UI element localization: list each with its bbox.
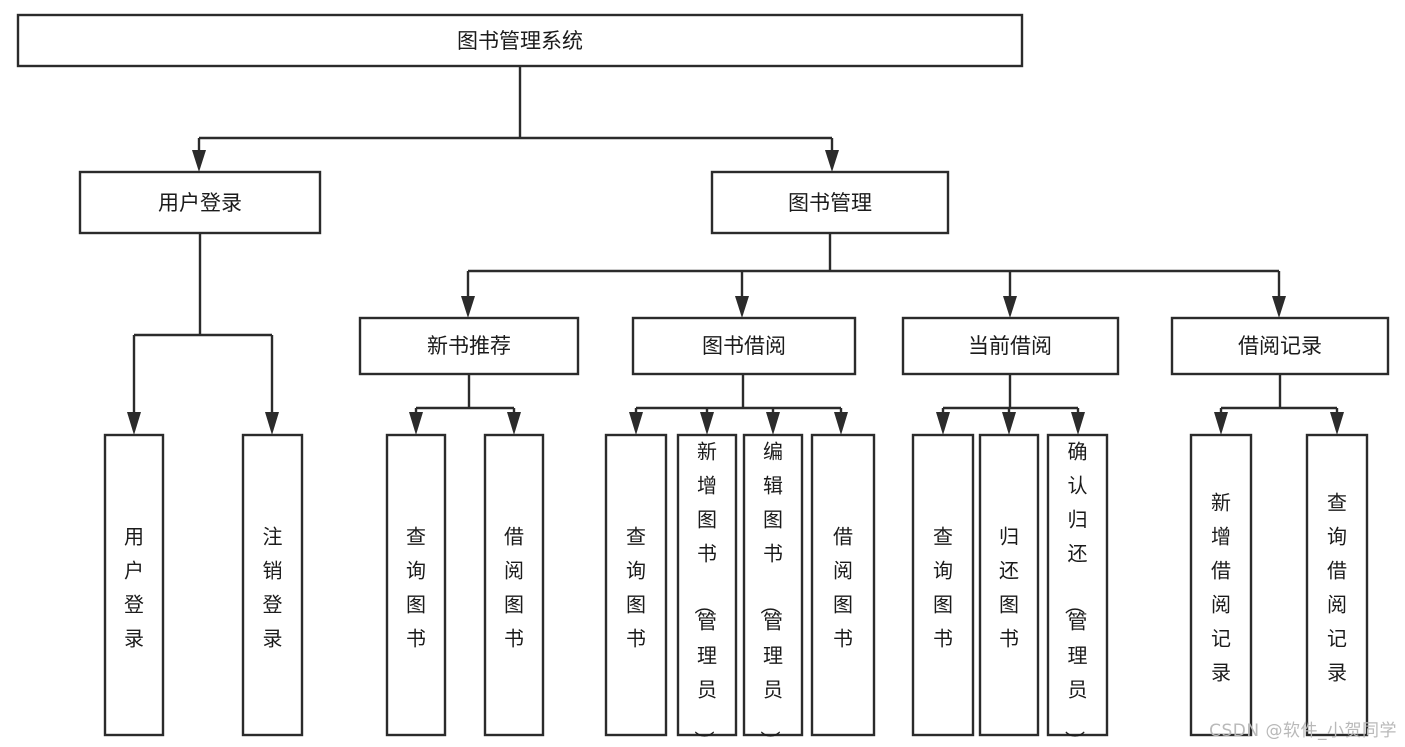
- node-leaf-query-book-2-box[interactable]: [604, 433, 668, 737]
- arrow-icon-to-borrow-record: [1272, 296, 1286, 318]
- node-new-book-recommend[interactable]: 新书推荐: [358, 316, 580, 376]
- node-leaf-user-login[interactable]: 用户登录: [103, 433, 165, 737]
- arrow-icon-to-leaf-edit-book: [766, 412, 780, 435]
- node-current-borrow[interactable]: 当前借阅: [901, 316, 1120, 376]
- node-leaf-return-book[interactable]: 归还图书: [978, 433, 1040, 737]
- arrow-icon-to-leaf-query-book-1: [409, 412, 423, 435]
- arrow-icon-root-to-user-login: [192, 150, 206, 172]
- arrow-icon-to-leaf-user-login: [127, 412, 141, 435]
- node-leaf-query-book-2[interactable]: 查询图书: [604, 433, 668, 737]
- node-leaf-user-login-box[interactable]: [103, 433, 165, 737]
- node-leaf-edit-book-label: 编辑图书（管理员）: [758, 440, 783, 747]
- node-leaf-confirm-return-label: 确认归还（管理员）: [1063, 440, 1088, 747]
- node-leaf-query-record-label: 查询借阅记录: [1327, 491, 1347, 685]
- node-leaf-add-book-box[interactable]: [676, 433, 738, 737]
- node-leaf-query-book-1-box[interactable]: [385, 433, 447, 737]
- connector-group-current-borrow: [936, 374, 1085, 435]
- node-root[interactable]: 图书管理系统: [16, 13, 1024, 68]
- node-leaf-logout-login-box[interactable]: [241, 433, 304, 737]
- node-leaf-confirm-return[interactable]: 确认归还（管理员）: [1046, 433, 1109, 747]
- node-leaf-return-book-box[interactable]: [978, 433, 1040, 737]
- arrow-icon-to-leaf-add-book: [700, 412, 714, 435]
- node-leaf-query-book-1[interactable]: 查询图书: [385, 433, 447, 737]
- node-book-borrow-box[interactable]: [631, 316, 857, 376]
- node-book-manage[interactable]: 图书管理: [710, 170, 950, 235]
- node-leaf-logout-login[interactable]: 注销登录: [241, 433, 304, 737]
- node-leaf-logout-login-label: 注销登录: [263, 525, 283, 651]
- node-leaf-query-book-1-label: 查询图书: [406, 525, 426, 651]
- arrow-icon-to-book-borrow: [735, 296, 749, 318]
- arrow-icon-to-leaf-return-book: [1002, 412, 1016, 435]
- node-leaf-borrow-book-1-label: 借阅图书: [504, 525, 524, 651]
- node-borrow-record-box[interactable]: [1170, 316, 1390, 376]
- arrow-icon-to-leaf-borrow-book-2: [834, 412, 848, 435]
- node-leaf-borrow-book-2[interactable]: 借阅图书: [810, 433, 876, 737]
- node-user-login-label: 用户登录: [158, 191, 242, 215]
- arrow-icon-to-current-borrow: [1003, 296, 1017, 318]
- node-leaf-edit-book-box[interactable]: [742, 433, 804, 737]
- node-root-box[interactable]: [16, 13, 1024, 68]
- node-new-book-recommend-label: 新书推荐: [427, 334, 511, 358]
- node-leaf-borrow-book-2-box[interactable]: [810, 433, 876, 737]
- node-leaf-add-record[interactable]: 新增借阅记录: [1189, 433, 1253, 737]
- node-leaf-query-record-box[interactable]: [1305, 433, 1369, 737]
- node-leaf-add-book[interactable]: 新增图书（管理员）: [676, 433, 738, 747]
- node-leaf-query-book-2-label: 查询图书: [626, 525, 646, 651]
- node-leaf-add-book-label: 新增图书（管理员）: [692, 440, 717, 747]
- arrow-icon-to-leaf-query-book-3: [936, 412, 950, 435]
- connector-group-book-manage: [461, 233, 1286, 318]
- node-leaf-query-book-3-box[interactable]: [911, 433, 975, 737]
- arrow-icon-to-leaf-borrow-book-1: [507, 412, 521, 435]
- connector-group-new-book-recommend: [409, 374, 521, 435]
- node-borrow-record-label: 借阅记录: [1238, 334, 1322, 358]
- node-new-book-recommend-box[interactable]: [358, 316, 580, 376]
- node-leaf-query-record[interactable]: 查询借阅记录: [1305, 433, 1369, 737]
- leaf-node-layer: 用户登录 注销登录 查询图书 借阅图书 查询图书 新增图书（管理员） 编辑图书（管理员） 借阅…: [103, 433, 1369, 747]
- node-book-borrow[interactable]: 图书借阅: [631, 316, 857, 376]
- node-leaf-borrow-book-1[interactable]: 借阅图书: [483, 433, 545, 737]
- node-leaf-add-record-label: 新增借阅记录: [1211, 491, 1231, 685]
- connector-group-borrow-record: [1214, 374, 1344, 435]
- node-borrow-record[interactable]: 借阅记录: [1170, 316, 1390, 376]
- node-leaf-borrow-book-2-label: 借阅图书: [833, 525, 853, 651]
- arrow-icon-root-to-book-manage: [825, 150, 839, 172]
- arrow-icon-to-new-book-recommend: [461, 296, 475, 318]
- watermark-text: CSDN @软件_小贺同学: [1209, 721, 1397, 741]
- node-book-manage-label: 图书管理: [788, 191, 872, 215]
- node-leaf-user-login-label: 用户登录: [124, 525, 144, 651]
- arrow-icon-to-leaf-add-record: [1214, 412, 1228, 435]
- node-root-label: 图书管理系统: [457, 29, 583, 53]
- arrow-icon-to-leaf-confirm-return: [1071, 412, 1085, 435]
- node-leaf-return-book-label: 归还图书: [999, 525, 1019, 651]
- node-user-login-box[interactable]: [78, 170, 322, 235]
- node-book-manage-box[interactable]: [710, 170, 950, 235]
- node-leaf-add-record-box[interactable]: [1189, 433, 1253, 737]
- node-leaf-borrow-book-1-box[interactable]: [483, 433, 545, 737]
- arrow-icon-to-leaf-logout-login: [265, 412, 279, 435]
- node-leaf-confirm-return-box[interactable]: [1046, 433, 1109, 737]
- node-leaf-query-book-3[interactable]: 查询图书: [911, 433, 975, 737]
- node-book-borrow-label: 图书借阅: [702, 334, 786, 358]
- connector-group-user-login: [127, 233, 279, 435]
- arrow-icon-to-leaf-query-book-2: [629, 412, 643, 435]
- connector-group-root: [192, 66, 839, 172]
- connector-group-book-borrow: [629, 374, 848, 435]
- node-user-login[interactable]: 用户登录: [78, 170, 322, 235]
- node-current-borrow-label: 当前借阅: [968, 334, 1052, 358]
- arrow-icon-to-leaf-query-record: [1330, 412, 1344, 435]
- node-current-borrow-box[interactable]: [901, 316, 1120, 376]
- node-leaf-edit-book[interactable]: 编辑图书（管理员）: [742, 433, 804, 747]
- node-leaf-query-book-3-label: 查询图书: [933, 525, 953, 651]
